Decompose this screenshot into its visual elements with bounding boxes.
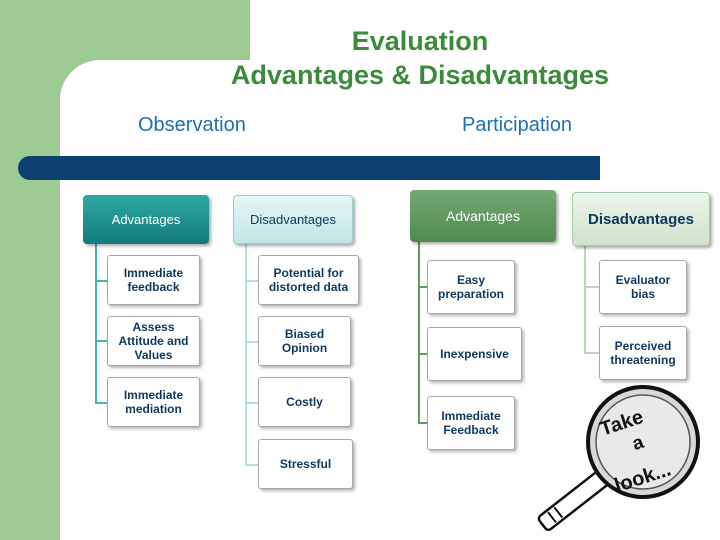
connector-line [245,244,247,466]
background-green-strip [0,0,60,540]
part-disadvantages-header: Disadvantages [572,192,710,246]
part-advantage-item: Easy preparation [427,260,515,314]
connector-line [245,341,258,343]
magnifying-glass-icon: Take a look... [537,385,700,532]
connector-line [418,422,427,424]
connector-line [245,402,258,404]
connector-line [95,244,97,404]
connector-line [584,352,599,354]
obs-advantage-item: Immediate feedback [107,255,200,305]
slide-title-line1: Evaluation [351,26,489,56]
handle-grip-line [547,511,557,524]
obs-advantage-item: Immediate mediation [107,377,200,427]
obs-disadvantage-item: Potential for distorted data [258,255,359,305]
connector-line [584,246,586,354]
magnifier-lens-inner [595,394,691,490]
participation-heading: Participation [462,114,573,136]
slide-title-line2: Advantages & Disadvantages [230,60,610,90]
connector-line [418,353,427,355]
part-disadvantage-item: Evaluator bias [599,260,687,314]
connector-line [95,402,107,404]
connector-line [95,340,107,342]
handle-grip-line [553,506,564,519]
observation-heading: Observation [138,114,246,136]
obs-advantages-header: Advantages [83,195,209,244]
obs-disadvantage-item: Biased Opinion [258,316,351,366]
part-advantage-item: Immediate Feedback [427,396,515,450]
part-advantages-header: Advantages [410,190,556,242]
obs-disadvantages-header: Disadvantages [233,195,353,244]
connector-line [418,286,427,288]
connector-line [418,242,420,424]
obs-advantage-item: Assess Attitude and Values [107,316,200,366]
connector-line [584,286,599,288]
magnifier-handle [537,470,609,532]
obs-disadvantage-item: Stressful [258,439,353,489]
connector-line [245,280,258,282]
part-advantage-item: Inexpensive [427,327,522,381]
part-disadvantage-item: Perceived threatening [599,326,687,380]
connector-line [245,464,258,466]
connector-line [95,280,107,282]
divider-bar [18,156,600,180]
obs-disadvantage-item: Costly [258,377,351,427]
